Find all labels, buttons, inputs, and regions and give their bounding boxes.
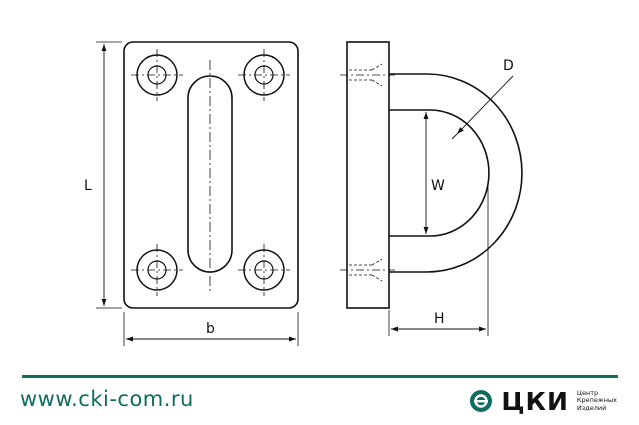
- height-label: H: [434, 311, 445, 327]
- inner-width-label: W: [431, 178, 445, 194]
- loop-outer: [389, 73, 523, 273]
- mounting-hole: [131, 244, 183, 296]
- side-view: [340, 41, 523, 336]
- diameter-label: D: [503, 58, 514, 74]
- footer-divider: [22, 375, 618, 378]
- loop-inner: [389, 109, 490, 237]
- brand-logo: ЦКИ Центр Крепежных Изделий: [469, 386, 617, 416]
- length-label: L: [84, 178, 92, 194]
- base-plate: [123, 41, 299, 309]
- brand-tagline-line: Крепежных: [576, 396, 617, 405]
- mounting-hole: [131, 49, 183, 101]
- website-url[interactable]: www.cki-com.ru: [20, 387, 194, 411]
- mounting-hole: [238, 49, 290, 101]
- technical-drawing: L b W H D: [84, 41, 523, 346]
- front-view: [96, 41, 299, 346]
- mounting-hole: [238, 244, 290, 296]
- side-plate: [346, 41, 390, 309]
- brand-tagline-line: Изделий: [576, 403, 607, 412]
- brand-name: ЦКИ: [501, 386, 569, 416]
- brand-tagline-line: Центр: [576, 388, 599, 397]
- brand-tagline: Центр Крепежных Изделий: [576, 388, 617, 413]
- width-label: b: [206, 321, 215, 337]
- ring-icon: [470, 390, 493, 412]
- diameter-leader: [456, 75, 514, 135]
